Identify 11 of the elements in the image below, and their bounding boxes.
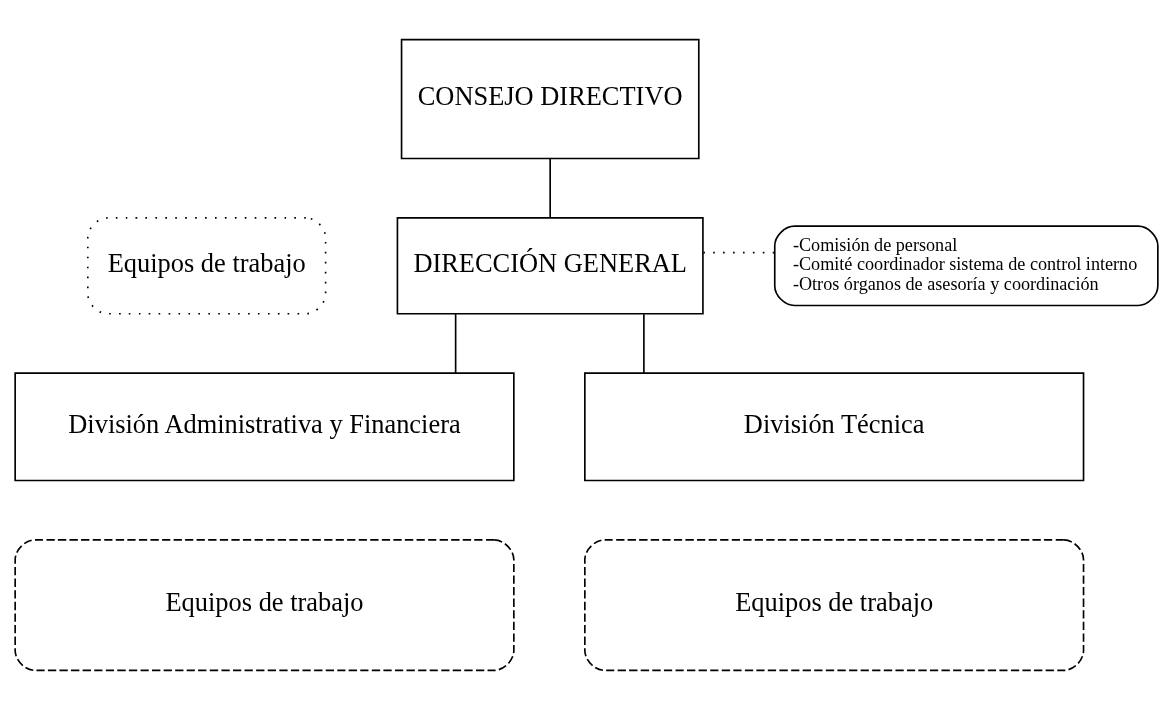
node-box: Equipos de trabajo — [87, 216, 327, 315]
node-box: -Comisión de personal -Comité coordinador sistema de control interno -Otros órganos de asesoría y coordinación — [773, 224, 1159, 306]
node-box: División Administrativa y Financiera — [14, 371, 515, 481]
connector — [643, 312, 645, 374]
connector — [549, 157, 551, 218]
connector — [454, 312, 457, 374]
node-box: DIRECCIÓN GENERAL — [396, 216, 704, 315]
node-box: Equipos de trabajo — [584, 538, 1085, 671]
node-box: División Técnica — [584, 371, 1085, 481]
node-box: Equipos de trabajo — [14, 538, 515, 671]
node-box: CONSEJO DIRECTIVO — [400, 38, 700, 159]
